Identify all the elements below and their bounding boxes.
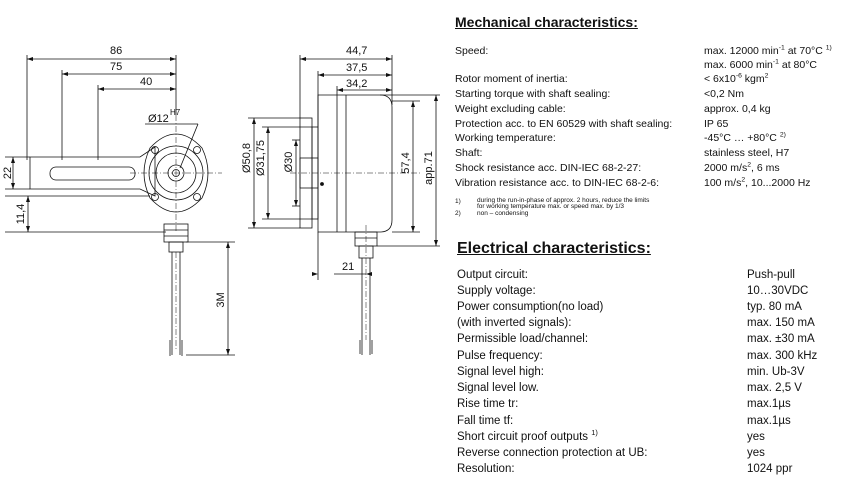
shaft-value: stainless steel, H7 bbox=[704, 147, 790, 159]
side-view bbox=[248, 55, 440, 355]
elec-label: (with inverted signals): bbox=[457, 317, 572, 329]
elec-label: Permissible load/channel: bbox=[457, 333, 589, 345]
front-view bbox=[5, 55, 235, 356]
elec-value: Push-pull bbox=[747, 269, 795, 281]
footnote-2-text: non – condensing bbox=[477, 210, 529, 217]
elec-label: Rise time tr: bbox=[457, 398, 519, 410]
footnote-1-line-2: for working temperature max. or speed ma… bbox=[477, 203, 625, 210]
elec-value: 1024 ppr bbox=[747, 463, 793, 475]
speed-value-2: max. 6000 min-1 at 80°C bbox=[704, 58, 817, 71]
elec-value: yes bbox=[747, 431, 765, 443]
elec-label: Reverse connection protection at UB: bbox=[457, 447, 648, 459]
dim-57-4: 57,4 bbox=[400, 152, 412, 173]
shock-value: 2000 m/s2, 6 ms bbox=[704, 161, 780, 174]
weight-value: approx. 0,4 kg bbox=[704, 103, 771, 115]
dim-75: 75 bbox=[110, 61, 122, 73]
footnote-1-line-1: during the run-in-phase of approx. 2 hou… bbox=[477, 197, 650, 204]
elec-label: Resolution: bbox=[457, 463, 515, 475]
elec-value: min. Ub-3V bbox=[747, 366, 805, 378]
elec-value: max. 300 kHz bbox=[747, 350, 818, 362]
elec-label: Signal level low. bbox=[457, 382, 539, 394]
dim-h7: H7 bbox=[170, 108, 181, 117]
dim-21: 21 bbox=[342, 261, 354, 273]
elec-value: max. 150 mA bbox=[747, 317, 815, 329]
weight-label: Weight excluding cable: bbox=[455, 103, 566, 115]
dim-22: 22 bbox=[2, 167, 14, 179]
elec-label: Supply voltage: bbox=[457, 285, 536, 297]
mechanical-title: Mechanical characteristics: bbox=[455, 14, 638, 30]
elec-value: max.1µs bbox=[747, 398, 791, 410]
protection-value: IP 65 bbox=[704, 118, 729, 130]
shock-label: Shock resistance acc. DIN-IEC 68-2-27: bbox=[455, 162, 642, 174]
elec-label: Power consumption(no load) bbox=[457, 301, 604, 313]
inertia-label: Rotor moment of inertia: bbox=[455, 73, 568, 85]
elec-value: 10…30VDC bbox=[747, 285, 809, 297]
short-circuit-note-marker: 1) bbox=[591, 428, 598, 438]
elec-value: max. 2,5 V bbox=[747, 382, 802, 394]
dim-40: 40 bbox=[140, 76, 152, 88]
speed-label: Speed: bbox=[455, 45, 489, 57]
vibration-label: Vibration resistance acc. to DIN-IEC 68-… bbox=[455, 177, 660, 189]
dim-3m: 3M bbox=[215, 292, 227, 307]
shaft-label: Shaft: bbox=[455, 147, 483, 159]
inertia-value: < 6x10-6 kgm2 bbox=[704, 72, 769, 85]
dim-86: 86 bbox=[110, 45, 122, 57]
temperature-label: Working temperature: bbox=[455, 132, 556, 144]
dimension-arrows bbox=[11, 57, 438, 355]
dim-phi50-8: Ø50,8 bbox=[241, 143, 253, 173]
dim-37-5: 37,5 bbox=[346, 62, 367, 74]
temperature-value: -45°C … +80°C 2) bbox=[704, 131, 786, 144]
elec-value: typ. 80 mA bbox=[747, 301, 802, 313]
dim-44-7: 44,7 bbox=[346, 45, 367, 57]
footnote-1-marker: 1) bbox=[455, 198, 461, 205]
elec-label: Pulse frequency: bbox=[457, 350, 543, 362]
electrical-title: Electrical characteristics: bbox=[457, 240, 651, 257]
speed-note-marker: 1) bbox=[825, 44, 832, 52]
dim-11-4: 11,4 bbox=[15, 204, 27, 225]
speed-value-1: max. 12000 min-1 at 70°C 1) bbox=[704, 44, 832, 57]
dim-app71: app.71 bbox=[423, 151, 435, 185]
vibration-value: 100 m/s2, 10...2000 Hz bbox=[704, 176, 811, 189]
elec-value: max. ±30 mA bbox=[747, 333, 815, 345]
elec-value: max.1µs bbox=[747, 415, 791, 427]
torque-label: Starting torque with shaft sealing: bbox=[455, 88, 611, 100]
dim-phi31-75: Ø31,75 bbox=[255, 140, 267, 176]
torque-value: <0,2 Nm bbox=[704, 88, 744, 100]
elec-label: Fall time tf: bbox=[457, 415, 514, 427]
technical-drawing: 86 75 40 Ø12 H7 22 11,4 3M 44,7 37,5 34,… bbox=[2, 45, 440, 356]
dim-phi30: Ø30 bbox=[283, 152, 295, 173]
elec-label: Signal level high: bbox=[457, 366, 544, 378]
elec-label: Output circuit: bbox=[457, 269, 528, 281]
protection-label: Protection acc. to EN 60529 with shaft s… bbox=[455, 118, 673, 130]
elec-value: yes bbox=[747, 447, 765, 459]
footnote-2-marker: 2) bbox=[455, 210, 461, 217]
temperature-note-marker: 2) bbox=[779, 131, 786, 139]
dim-phi12: Ø12 bbox=[148, 113, 169, 125]
dim-34-2: 34,2 bbox=[346, 78, 367, 90]
elec-label: Short circuit proof outputs 1) bbox=[457, 428, 598, 443]
